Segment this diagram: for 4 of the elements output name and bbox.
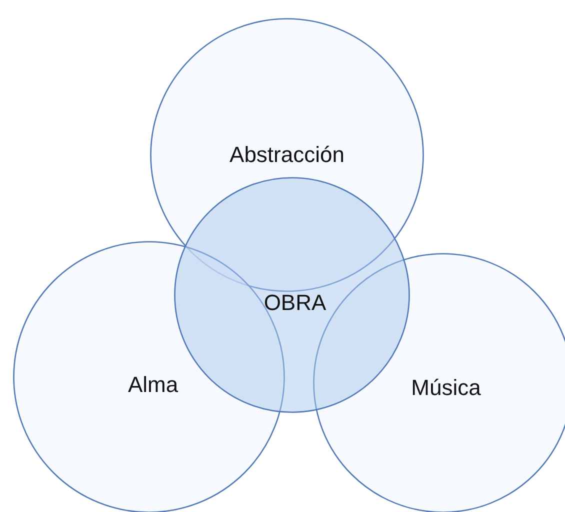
circle-label: Música: [411, 375, 481, 401]
circle-label: OBRA: [264, 290, 326, 316]
circle-label: Abstracción: [230, 142, 344, 168]
circle-label: Alma: [128, 372, 178, 398]
